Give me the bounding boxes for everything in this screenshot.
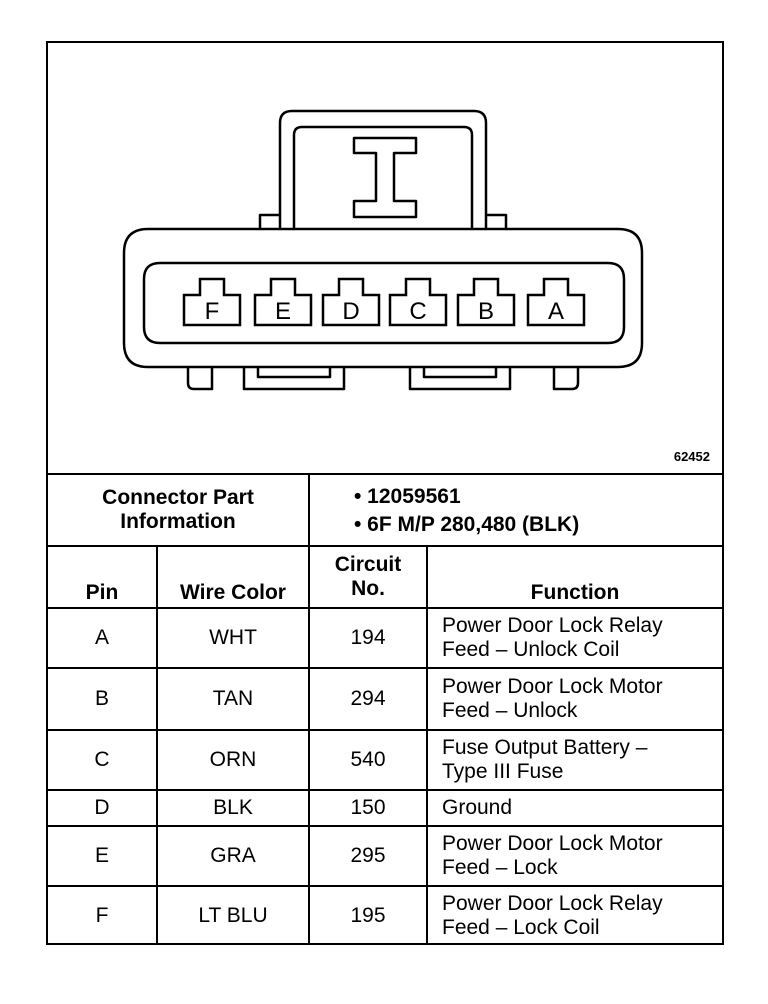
divider — [308, 473, 310, 545]
connector-info-sheet: F E D C B A 62452 Connector Part Informa… — [46, 41, 724, 945]
pin-label-c: C — [409, 298, 426, 325]
table-row-circuit: 295 — [350, 844, 386, 867]
table-row-function: Power Door Lock Motor Feed – Lock — [442, 832, 663, 879]
part-number: • 12059561 — [354, 485, 461, 508]
table-row-pin: E — [94, 844, 109, 867]
table-row-function: Power Door Lock Relay Feed – Unlock Coil — [442, 614, 663, 661]
connector-face-drawing: F E D C B A — [122, 109, 644, 391]
part-info-label: Connector Part Information — [102, 486, 254, 533]
header-wire-color: Wire Color — [180, 581, 286, 604]
table-row-color: GRA — [210, 844, 256, 867]
table-row-pin: C — [94, 748, 110, 771]
divider — [156, 545, 158, 945]
table-row-function: Ground — [442, 796, 513, 819]
table-row-circuit: 540 — [350, 748, 386, 771]
header-pin: Pin — [85, 581, 119, 604]
table-row-function: Power Door Lock Relay Feed – Lock Coil — [442, 892, 663, 939]
divider — [48, 729, 722, 731]
table-row-circuit: 294 — [350, 687, 386, 710]
part-description: • 6F M/P 280,480 (BLK) — [354, 513, 580, 536]
table-row-pin: B — [94, 687, 109, 710]
table-row-circuit: 150 — [350, 796, 386, 819]
table-row-function: Power Door Lock Motor Feed – Unlock — [442, 675, 663, 722]
header-circuit-no: Circuit No. — [334, 553, 402, 600]
table-row-color: TAN — [212, 687, 254, 710]
table-row-color: WHT — [209, 626, 257, 649]
table-row-circuit: 194 — [350, 626, 386, 649]
table-row-color: LT BLU — [198, 904, 268, 927]
pin-label-f: F — [205, 298, 220, 325]
divider — [426, 545, 428, 945]
table-row-pin: D — [94, 796, 110, 819]
table-row-color: ORN — [209, 748, 257, 771]
pin-label-d: D — [342, 298, 359, 325]
table-row-pin: F — [95, 904, 109, 927]
table-row-pin: A — [94, 626, 109, 649]
divider — [48, 607, 722, 609]
table-row-circuit: 195 — [350, 904, 386, 927]
pin-label-e: E — [275, 298, 291, 325]
figure-id: 62452 — [673, 449, 710, 464]
divider — [48, 473, 722, 475]
divider — [48, 789, 722, 791]
header-function: Function — [530, 581, 620, 604]
part-info-items: • 12059561 • 6F M/P 280,480 (BLK) — [354, 483, 579, 539]
divider — [48, 885, 722, 887]
table-row-color: BLK — [213, 796, 253, 819]
table-row-function: Fuse Output Battery – Type III Fuse — [442, 736, 648, 783]
pin-label-a: A — [548, 298, 564, 325]
connector-diagram: F E D C B A 62452 — [48, 43, 722, 473]
divider — [48, 545, 722, 547]
divider — [48, 825, 722, 827]
divider — [48, 667, 722, 669]
pin-label-b: B — [478, 298, 494, 325]
divider — [308, 545, 310, 945]
